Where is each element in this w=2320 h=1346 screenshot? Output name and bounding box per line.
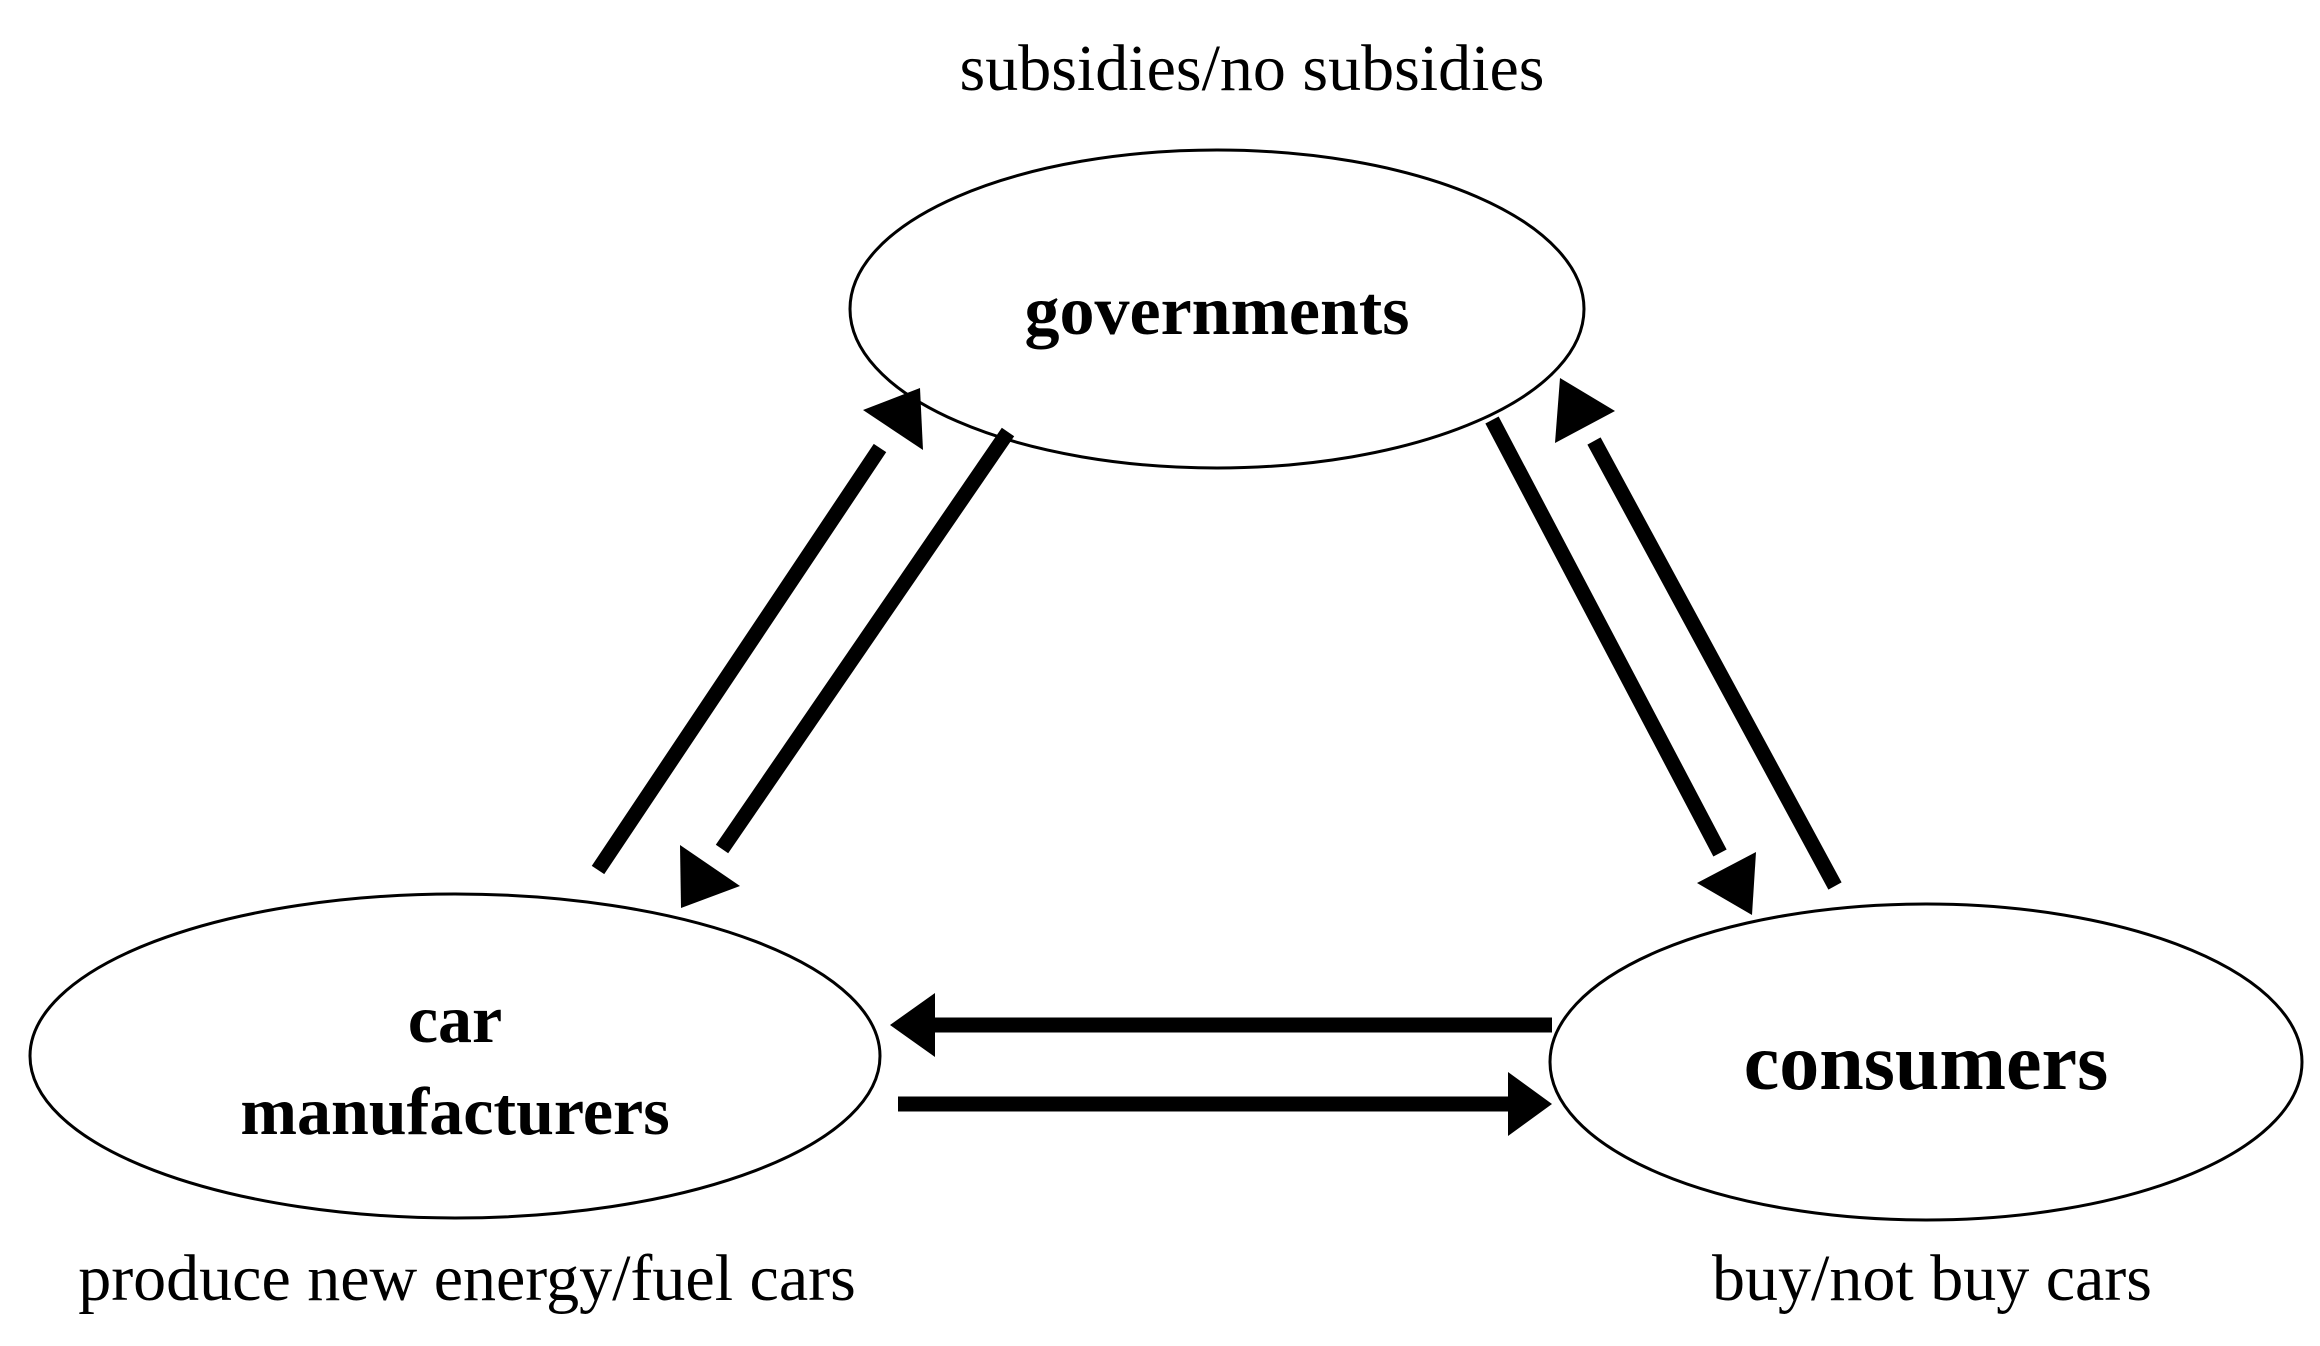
- car-manufacturers-ellipse: [28, 892, 882, 1220]
- governments-label: governments: [1025, 273, 1410, 350]
- consumers-ellipse: [1548, 902, 2304, 1222]
- arrow-head: [680, 845, 740, 908]
- arrow-governments-to-manufacturers: [680, 427, 1015, 908]
- arrow-manufacturers-to-consumers: [898, 1072, 1552, 1136]
- arrow-governments-to-consumers: [1485, 416, 1756, 915]
- consumers-caption: buy/not buy cars: [1712, 1242, 2152, 1315]
- car-manufacturers-node: car manufacturers: [28, 892, 882, 1220]
- consumers-label: consumers: [1744, 1019, 2108, 1107]
- arrow-consumers-to-manufacturers: [890, 993, 1552, 1057]
- arrow-head: [1697, 852, 1756, 915]
- car-manufacturers-caption: produce new energy/fuel cars: [78, 1242, 856, 1315]
- car-manufacturers-label-line1: car: [408, 981, 502, 1057]
- arrow-head: [1555, 378, 1615, 443]
- car-manufacturers-label-line2: manufacturers: [240, 1073, 669, 1149]
- governments-ellipse: [848, 148, 1586, 470]
- arrow-head: [1508, 1072, 1552, 1136]
- arrow-shaft: [1587, 437, 1842, 890]
- arrow-head: [890, 993, 935, 1057]
- governments-caption: subsidies/no subsidies: [960, 32, 1545, 105]
- consumers-node: consumers: [1548, 902, 2304, 1222]
- arrow-shaft: [1485, 416, 1727, 857]
- governments-node: governments: [848, 148, 1586, 470]
- arrow-shaft: [591, 443, 887, 875]
- arrow-consumers-to-governments: [1555, 378, 1842, 890]
- arrow-shaft: [715, 427, 1015, 854]
- arrow-head: [863, 388, 923, 450]
- arrow-manufacturers-to-governments: [591, 388, 923, 875]
